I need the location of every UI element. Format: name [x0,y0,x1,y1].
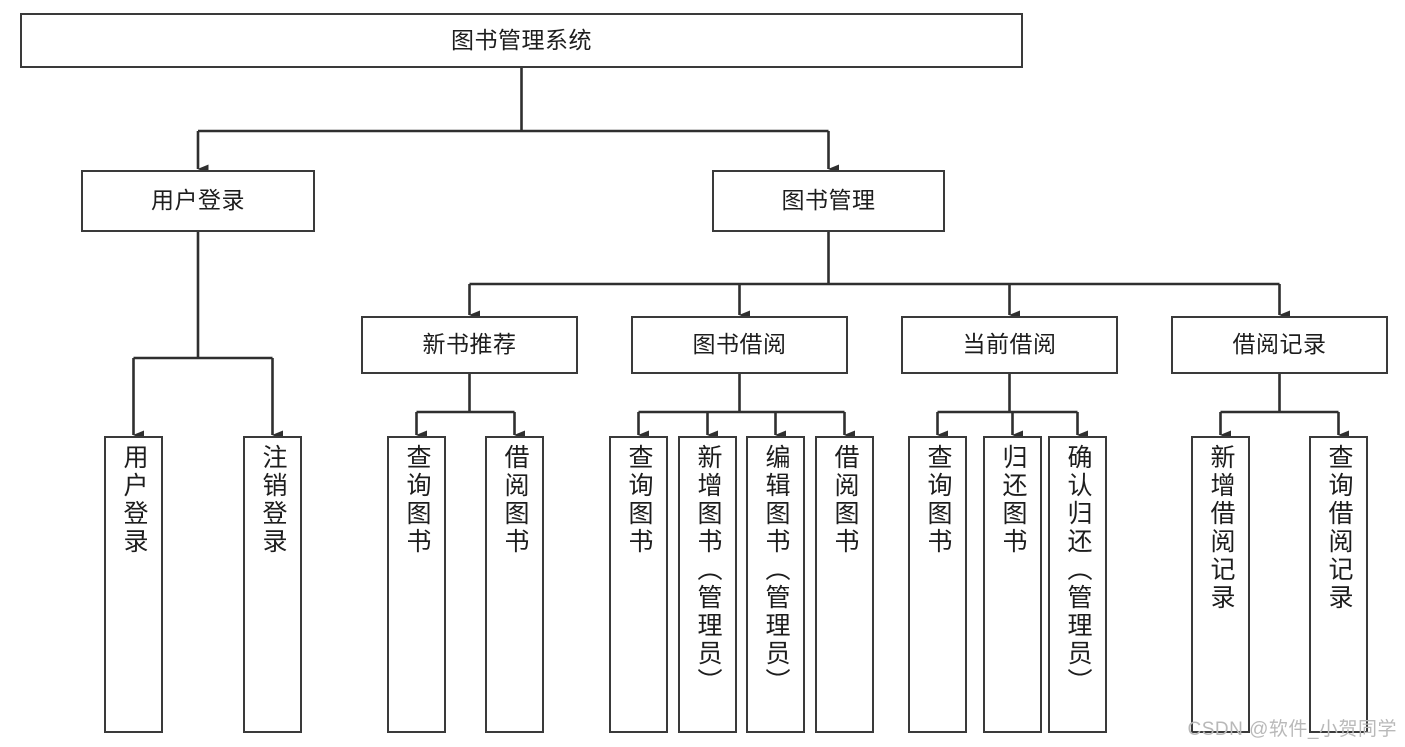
node-leaf-bw-borrow[interactable]: 借阅图书 [815,436,874,733]
node-label-leaf-bw-borrow: 借阅图书 [831,444,859,556]
node-label-leaf-login: 用户登录 [120,444,148,556]
node-label-login: 用户登录 [151,187,245,214]
node-label-current: 当前借阅 [962,331,1057,358]
node-borrow[interactable]: 图书借阅 [631,316,848,374]
node-leaf-bw-query[interactable]: 查询图书 [609,436,668,733]
node-bookmgmt[interactable]: 图书管理 [712,170,945,232]
node-leaf-cb-query[interactable]: 查询图书 [908,436,967,733]
node-leaf-cb-return[interactable]: 归还图书 [983,436,1042,733]
node-label-borrow: 图书借阅 [692,331,787,358]
node-label-leaf-bw-add: 新增图书（管理员） [694,444,722,696]
node-label-leaf-bw-edit: 编辑图书（管理员） [762,444,790,696]
node-newbook[interactable]: 新书推荐 [361,316,578,374]
node-label-leaf-nb-query: 查询图书 [403,444,431,556]
node-root[interactable]: 图书管理系统 [20,13,1023,68]
node-records[interactable]: 借阅记录 [1171,316,1388,374]
edge-group [132,68,1349,440]
node-label-leaf-rc-add: 新增借阅记录 [1207,444,1235,612]
node-leaf-bw-edit[interactable]: 编辑图书（管理员） [746,436,805,733]
node-login[interactable]: 用户登录 [81,170,315,232]
node-label-leaf-logout: 注销登录 [259,444,287,556]
node-leaf-login[interactable]: 用户登录 [104,436,163,733]
node-label-leaf-bw-query: 查询图书 [625,444,653,556]
node-leaf-nb-borrow[interactable]: 借阅图书 [485,436,544,733]
node-leaf-nb-query[interactable]: 查询图书 [387,436,446,733]
node-leaf-rc-query[interactable]: 查询借阅记录 [1309,436,1368,733]
node-label-records: 借阅记录 [1232,331,1327,358]
node-label-leaf-rc-query: 查询借阅记录 [1325,444,1353,612]
node-label-root: 图书管理系统 [451,26,592,53]
node-leaf-bw-add[interactable]: 新增图书（管理员） [678,436,737,733]
node-label-leaf-cb-query: 查询图书 [924,444,952,556]
node-label-newbook: 新书推荐 [422,331,517,358]
node-label-leaf-cb-return: 归还图书 [999,444,1027,556]
node-leaf-cb-confirm[interactable]: 确认归还（管理员） [1048,436,1107,733]
node-leaf-rc-add[interactable]: 新增借阅记录 [1191,436,1250,733]
node-label-leaf-cb-confirm: 确认归还（管理员） [1064,444,1092,696]
node-label-bookmgmt: 图书管理 [781,187,876,214]
node-current[interactable]: 当前借阅 [901,316,1118,374]
node-label-leaf-nb-borrow: 借阅图书 [501,444,529,556]
watermark-label: CSDN @软件_小贺同学 [1187,719,1397,740]
node-leaf-logout[interactable]: 注销登录 [243,436,302,733]
